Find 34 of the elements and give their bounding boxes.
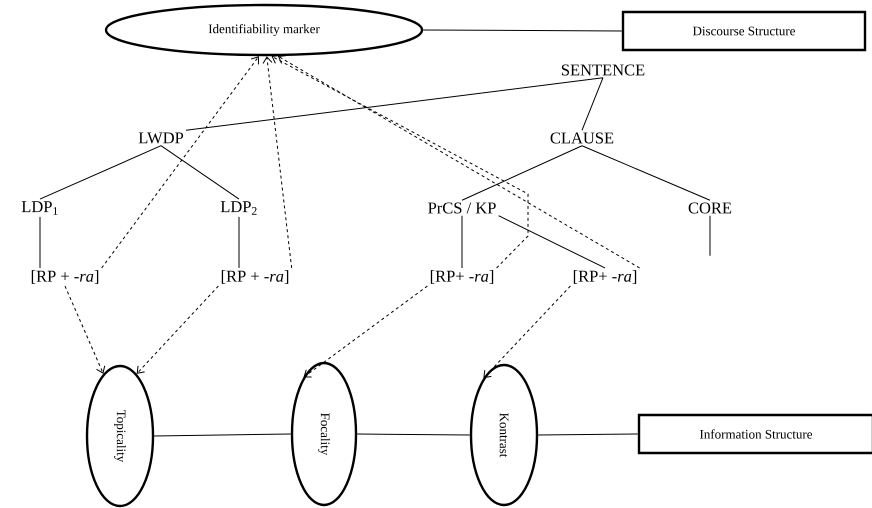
connector-line: [185, 77, 604, 131]
connector-line: [498, 215, 606, 268]
connector-line: [154, 434, 292, 436]
tree-label: CORE: [688, 202, 732, 214]
structure-box: Discourse Structure: [622, 10, 866, 52]
dashed-arrow: [136, 286, 219, 374]
dashed-arrow: [483, 286, 571, 378]
connector-line: [356, 434, 470, 436]
connector-line: [582, 145, 710, 201]
tree-label: CLAUSE: [550, 132, 614, 144]
tree-label: [RP + -ra]: [32, 270, 98, 284]
structure-box: Information Structure: [638, 414, 872, 454]
connector-line: [160, 145, 240, 200]
connector-line: [40, 145, 162, 200]
connector-line: [582, 77, 604, 131]
connector-line: [462, 145, 582, 201]
dashed-arrow: [101, 56, 259, 268]
tree-label: LDP$_{2}$: [220, 201, 257, 215]
tree-label: SENTENCE: [562, 64, 644, 76]
dashed-arrow: [278, 55, 640, 268]
connector-line: [422, 30, 622, 32]
tree-label: PrCS / KP: [428, 202, 496, 214]
dashed-arrow: [262, 56, 292, 268]
dashed-arrow: [272, 54, 528, 268]
connector-line: [238, 216, 240, 268]
dashed-arrow: [303, 286, 428, 378]
connector-line: [40, 216, 41, 268]
connector-line: [538, 434, 638, 436]
tree-label: LWDP: [138, 132, 184, 144]
tree-label: [RP + -ra]: [222, 270, 288, 284]
tree-label: [RP+ -ra]: [574, 270, 636, 284]
tree-label: LDP$_{1}$: [22, 201, 58, 215]
tree-label: [RP+ -ra]: [430, 270, 494, 284]
dashed-arrow: [64, 286, 106, 374]
